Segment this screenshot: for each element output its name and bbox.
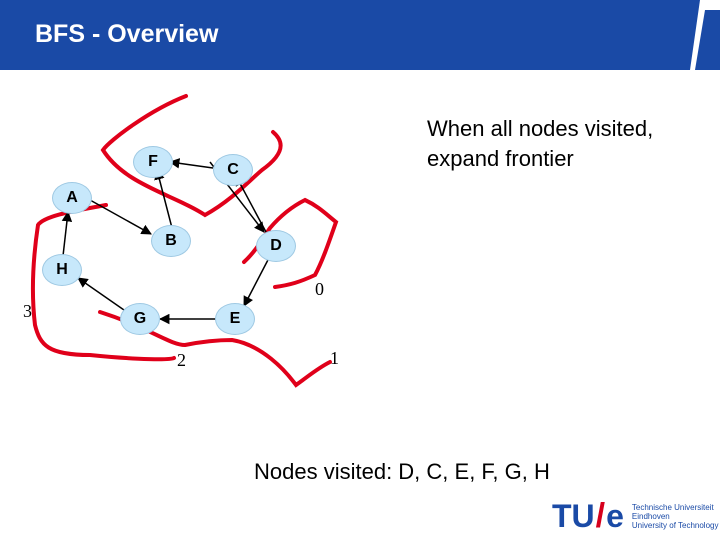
level-label-0: 0 xyxy=(315,279,324,299)
edge-d-e xyxy=(243,255,271,307)
frontier-curve-level-2 xyxy=(98,310,332,388)
level-label-2: 2 xyxy=(177,350,186,370)
title-bar: BFS - Overview xyxy=(0,0,720,70)
edge-c-f xyxy=(168,158,214,169)
nodes-visited-text: Nodes visited: D, C, E, F, G, H xyxy=(254,459,550,484)
edge-g-h xyxy=(77,277,125,311)
logo-slash: / xyxy=(595,497,606,535)
edge-a-b xyxy=(89,199,152,235)
title-bar-accent xyxy=(690,0,720,70)
frontier-curve-level-1 xyxy=(100,94,283,218)
node-c: C xyxy=(213,154,253,186)
university-logo: TU / e Technische Universiteit Eindhoven… xyxy=(552,498,718,534)
logo-line-3: University of Technology xyxy=(631,520,719,530)
node-f: F xyxy=(133,146,173,178)
edge-h-a xyxy=(61,210,73,257)
node-h: H xyxy=(42,254,82,286)
note-line-1: When all nodes visited, xyxy=(427,116,654,141)
node-e: E xyxy=(215,303,255,335)
logo-tu: TU xyxy=(552,498,595,534)
logo-e: e xyxy=(606,498,624,534)
level-label-3: 3 xyxy=(23,301,32,321)
slide-title: BFS - Overview xyxy=(35,20,219,48)
level-label-1: 1 xyxy=(330,348,339,368)
node-a: A xyxy=(52,182,92,214)
node-b: B xyxy=(151,225,191,257)
logo-line-2: Eindhoven xyxy=(631,511,670,521)
note-line-2: expand frontier xyxy=(427,146,574,171)
logo-text: Technische Universiteit Eindhoven Univer… xyxy=(632,503,719,530)
edge-b-f xyxy=(154,168,173,229)
instruction-note: When all nodes visited, expand frontier xyxy=(427,114,653,174)
frontier-curve-level-3 xyxy=(31,203,176,362)
node-g: G xyxy=(120,303,160,335)
logo-line-1: Technische Universiteit xyxy=(631,502,714,512)
node-d: D xyxy=(256,230,296,262)
